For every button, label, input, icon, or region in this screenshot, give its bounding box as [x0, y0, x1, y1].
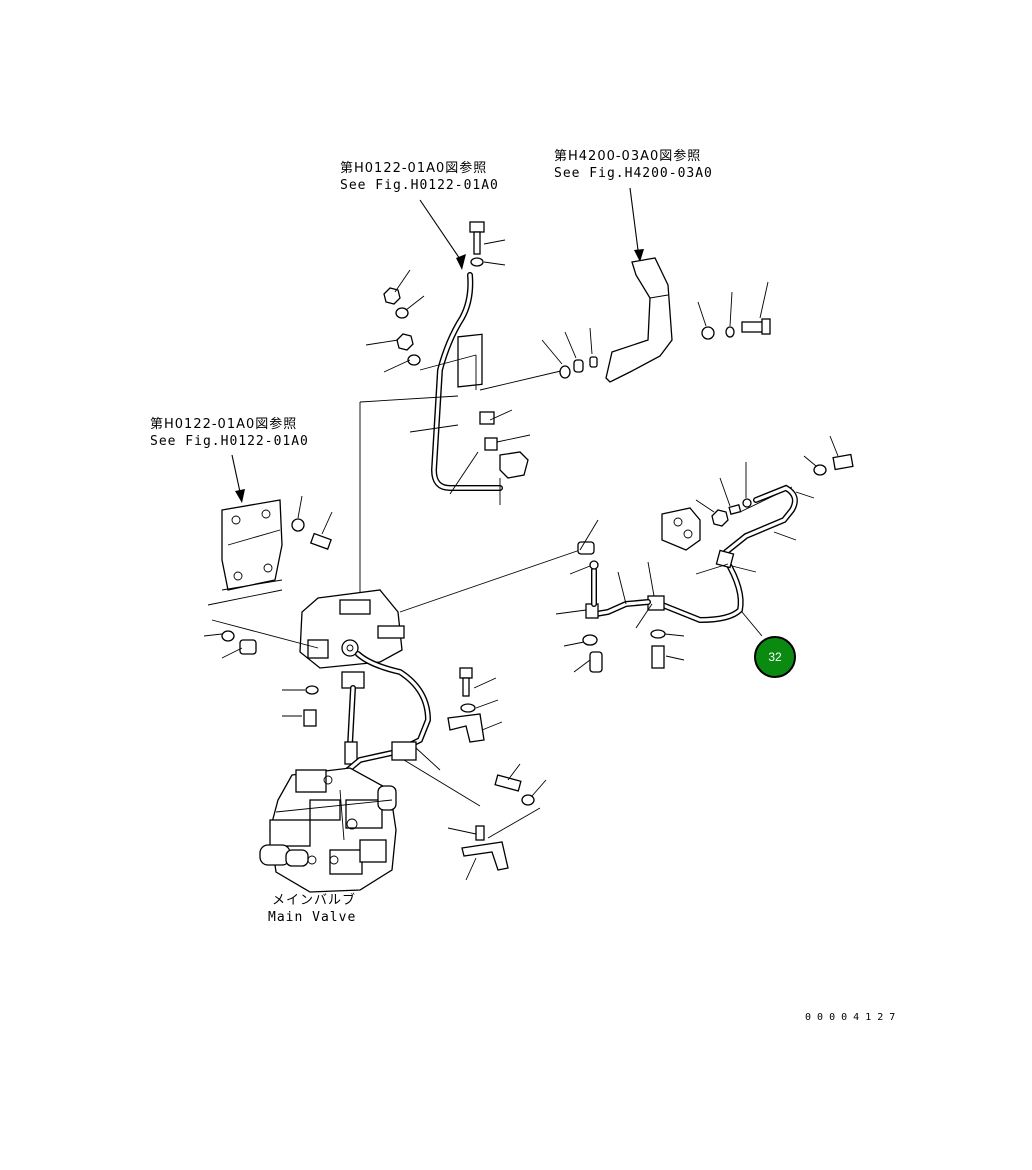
part-callout-number: 32: [768, 650, 782, 664]
left-bolts: [203, 630, 319, 727]
reference-arrow-top-left: [419, 199, 466, 270]
reference-label-left-en: See Fig.H0122-01A0: [150, 434, 309, 449]
upper-pipe-assembly: [359, 272, 566, 600]
lower-right-bolts: [563, 629, 685, 673]
part-callout-32[interactable]: 32: [754, 636, 796, 678]
drawing-number: 0 0 0 0 4 1 2 7: [805, 1012, 896, 1023]
middle-rod: [341, 671, 365, 765]
small-bracket-upper: [447, 667, 503, 743]
reference-arrow-left: [231, 454, 245, 503]
right-bracket: [605, 257, 771, 383]
reference-label-top-right-en: See Fig.H4200-03A0: [554, 166, 713, 181]
reference-label-top-left-jp: 第H0122-01A0図参照: [340, 161, 488, 176]
connecting-hose: [333, 651, 481, 807]
reference-label-top-left-en: See Fig.H0122-01A0: [340, 178, 499, 193]
reference-label-left-jp: 第H0122-01A0図参照: [150, 417, 298, 432]
main-valve-label-jp: メインバルブ: [272, 893, 357, 908]
main-valve-label-en: Main Valve: [268, 910, 357, 925]
callout-leader: [741, 611, 763, 637]
reference-arrow-top-right: [629, 187, 644, 262]
middle-valve-block: [211, 549, 581, 669]
main-valve-body: [259, 767, 397, 893]
right-hose-assembly: [555, 435, 854, 629]
reference-label-top-right-jp: 第H4200-03A0図参照: [554, 149, 702, 164]
left-plate: [207, 495, 333, 606]
small-bracket-lower: [447, 763, 547, 881]
upper-fasteners: [365, 221, 598, 505]
